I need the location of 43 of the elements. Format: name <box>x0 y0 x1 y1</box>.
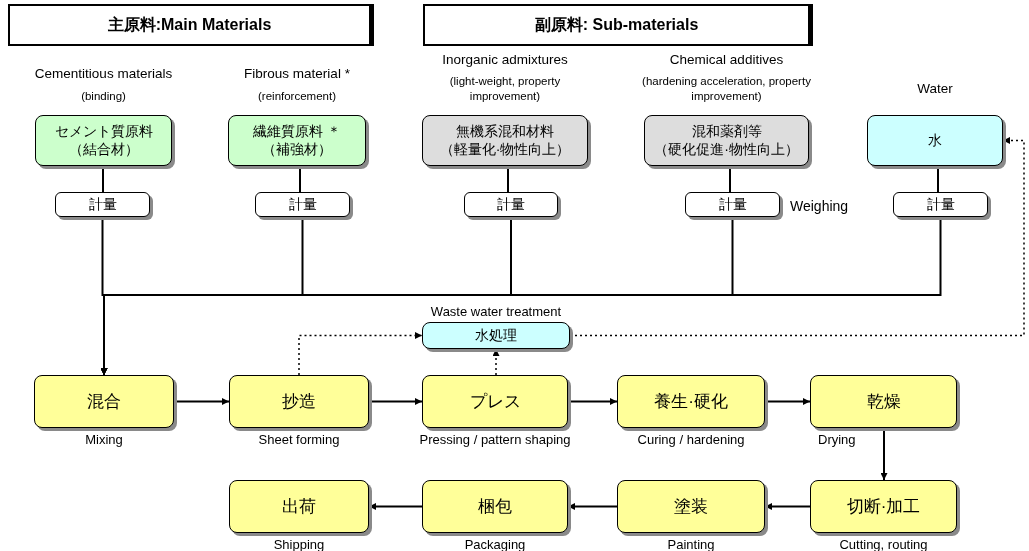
water-box: 水処理 <box>422 322 570 349</box>
process-box: 抄造 <box>229 375 369 428</box>
node-label: Water <box>917 79 953 98</box>
node-label: Cutting, routing <box>839 536 928 551</box>
process-box: 切断·加工 <box>810 480 957 533</box>
material-box: セメント質原料 （結合材） <box>35 115 172 166</box>
weighing-box: 計量 <box>55 192 150 217</box>
node-label: Waste water treatment <box>430 302 562 321</box>
material-box: 混和薬剤等 （硬化促進·物性向上） <box>644 115 809 166</box>
node-label: Pressing / pattern shaping <box>419 431 571 449</box>
step-label: Weighing <box>790 197 849 216</box>
process-box: 塗装 <box>617 480 765 533</box>
node-label: Cementitious materials <box>34 65 173 84</box>
node-label: (hardening acceleration, property improvement) <box>641 74 812 103</box>
process-box: プレス <box>422 375 568 428</box>
node-label: Sheet forming <box>258 431 340 449</box>
node-label: Chemical additives <box>669 51 784 69</box>
material-box: 繊維質原料 ＊ （補強材） <box>228 115 366 166</box>
weighing-box: 計量 <box>893 192 988 217</box>
process-box: 梱包 <box>422 480 568 533</box>
node-label: Packaging <box>464 536 526 551</box>
node-label: (light-weight, property improvement) <box>448 74 562 103</box>
material-box: 無機系混和材料 （軽量化·物性向上） <box>422 115 588 166</box>
node-label: Inorganic admixtures <box>442 51 568 69</box>
node-label: Shipping <box>273 536 325 551</box>
node-label: Drying <box>818 431 856 449</box>
process-box: 混合 <box>34 375 174 428</box>
node-label: Mixing <box>85 431 123 449</box>
node-label: Painting <box>667 536 715 551</box>
node-label: (binding) <box>81 88 126 103</box>
section-header: 主原料:Main Materials <box>8 4 374 46</box>
water-box: 水 <box>867 115 1003 166</box>
process-box: 養生·硬化 <box>617 375 765 428</box>
process-box: 乾燥 <box>810 375 957 428</box>
node-label: Curing / hardening <box>637 431 745 449</box>
weighing-box: 計量 <box>464 192 558 217</box>
node-label: (reinforcement) <box>258 88 336 103</box>
process-box: 出荷 <box>229 480 369 533</box>
section-header: 副原料: Sub-materials <box>423 4 813 46</box>
weighing-box: 計量 <box>255 192 350 217</box>
dotted-arrow <box>298 332 423 376</box>
weighing-box: 計量 <box>685 192 780 217</box>
node-label: Fibrous material * <box>244 65 350 84</box>
